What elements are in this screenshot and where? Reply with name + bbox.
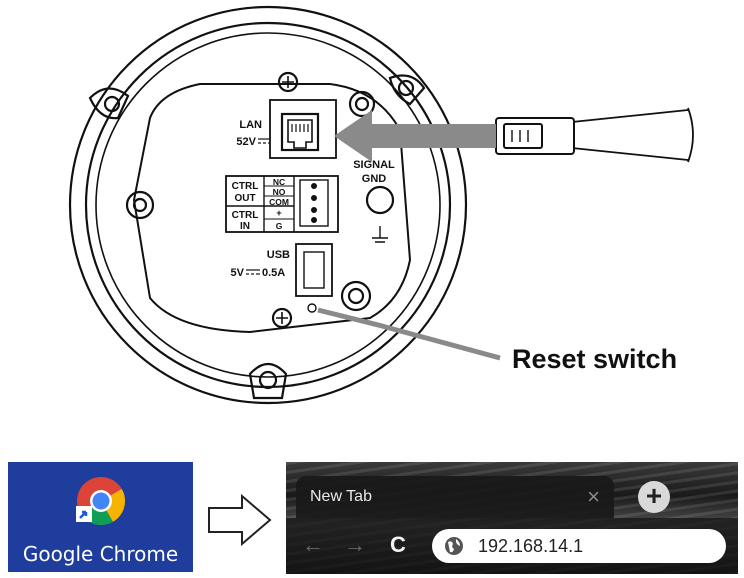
chrome-logo-icon: [76, 477, 126, 526]
new-tab-button[interactable]: +: [638, 481, 670, 513]
tab-title: New Tab: [310, 488, 372, 505]
pin-plus-label: +: [276, 208, 281, 218]
ctrl-out-label-1: CTRL: [232, 181, 259, 192]
pin-nc-label: NC: [273, 177, 285, 187]
address-bar[interactable]: 192.168.14.1: [432, 529, 726, 563]
pin-no-label: NO: [273, 187, 286, 197]
reset-switch-label: Reset switch: [512, 344, 677, 374]
forward-arrow-icon[interactable]: →: [344, 532, 366, 557]
usb-power-label: 5V: [231, 267, 245, 279]
shortcut-caption: Google Chrome: [22, 542, 179, 566]
outline-arrow-icon: [208, 493, 272, 547]
camera-underside-diagram: LAN 52V SIGNAL GND CTRL OUT CTRL IN NC N…: [68, 5, 694, 405]
rj45-plug-icon: [495, 117, 575, 155]
reset-leader-line: [317, 307, 501, 361]
close-icon[interactable]: ×: [587, 484, 600, 509]
globe-icon: [445, 537, 463, 555]
reload-icon[interactable]: C: [390, 532, 406, 557]
address-text: 192.168.14.1: [478, 536, 584, 556]
dc-symbol-icon: [246, 269, 260, 275]
gnd-label: GND: [362, 173, 387, 185]
back-arrow-icon[interactable]: ←: [302, 532, 324, 557]
ctrl-out-label-2: OUT: [234, 193, 255, 204]
usb-label: USB: [267, 249, 290, 261]
signal-label: SIGNAL: [353, 159, 395, 171]
usb-current-label: 0.5A: [262, 267, 285, 279]
tab-new-tab[interactable]: New Tab ×: [296, 476, 614, 518]
pin-g-label: G: [276, 221, 283, 231]
ctrl-in-label-2: IN: [240, 221, 250, 232]
lan-label: LAN: [239, 119, 262, 131]
ctrl-in-label-1: CTRL: [232, 210, 259, 221]
pin-com-label: COM: [269, 197, 289, 207]
chrome-desktop-shortcut[interactable]: Google Chrome: [8, 462, 193, 572]
dc-symbol-icon: [258, 138, 270, 144]
chrome-browser-window: New Tab × + ← → C 192.168.14.1: [286, 462, 738, 574]
insert-arrow: [334, 110, 496, 162]
browser-toolbar: ← → C 192.168.14.1: [286, 518, 738, 574]
outer-ring: [68, 5, 468, 405]
lan-power-label: 52V: [236, 136, 256, 148]
